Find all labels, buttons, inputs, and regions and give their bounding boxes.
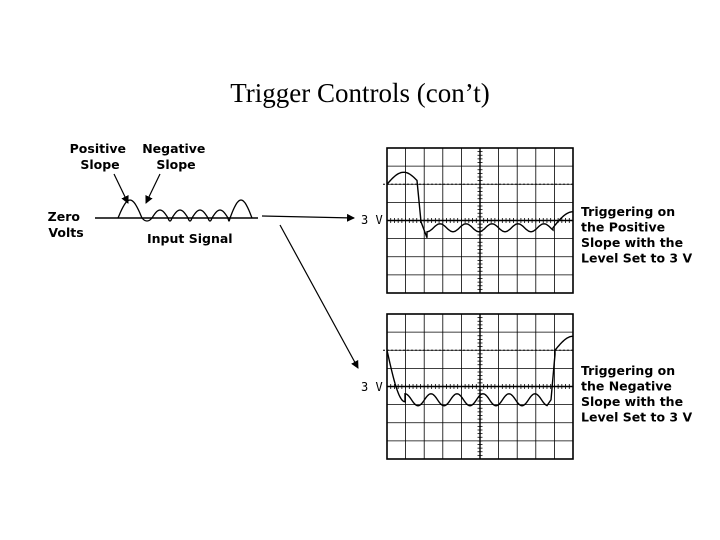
slide-title: Trigger Controls (con’t) [230,78,490,108]
input-signal-waveform [117,199,253,222]
negative-slope-arrow [145,173,161,204]
arrow-to-top-scope [261,213,355,222]
level-label-bottom: 3 V [361,380,383,394]
level-label-top: 3 V [361,213,383,227]
zero-volts-label: Zero Volts [48,209,85,240]
caption-positive-slope: Triggering on the Positive Slope with th… [581,204,692,266]
positive-slope-arrow [113,173,129,204]
caption-negative-slope: Triggering on the Negative Slope with th… [581,363,692,425]
input-signal-label: Input Signal [147,231,233,246]
negative-slope-label: Negative Slope [142,141,210,172]
scope-trace [386,171,573,239]
arrow-to-bottom-scope [279,224,359,369]
scope-trace [386,335,573,407]
scope-positive-slope [383,147,574,294]
positive-slope-label: Positive Slope [70,141,131,172]
scope-negative-slope [383,313,574,460]
